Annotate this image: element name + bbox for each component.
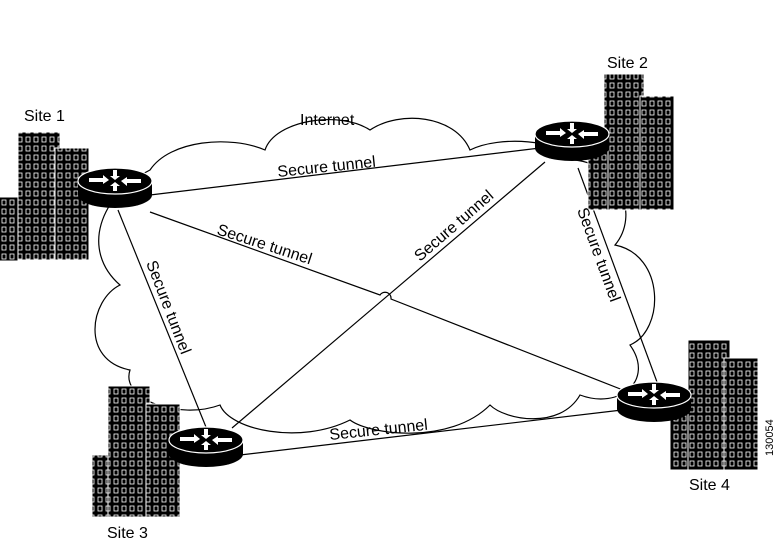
tunnel-line-site1-site2 — [149, 147, 541, 196]
site1-router-icon — [77, 167, 153, 209]
tunnel-line-site1-site3 — [117, 209, 209, 433]
tunnel-line-site1-site4 — [149, 211, 629, 393]
site4-buildings — [669, 339, 759, 471]
site1-buildings — [0, 131, 90, 261]
site4-router-icon — [616, 381, 692, 423]
site2-label: Site 2 — [607, 55, 648, 72]
site1-label: Site 1 — [24, 108, 65, 125]
internet-label: Internet — [300, 112, 355, 129]
tunnel-line-site3-site2 — [231, 161, 546, 429]
site3-label: Site 3 — [107, 525, 148, 542]
site3-router-icon — [168, 426, 244, 468]
tunnel-line-site3-site4 — [239, 409, 623, 456]
figure-id: 130054 — [764, 419, 776, 456]
site3-buildings — [91, 385, 181, 518]
site2-buildings — [587, 73, 675, 211]
site2-router-icon — [534, 120, 610, 162]
site4-label: Site 4 — [689, 477, 730, 494]
